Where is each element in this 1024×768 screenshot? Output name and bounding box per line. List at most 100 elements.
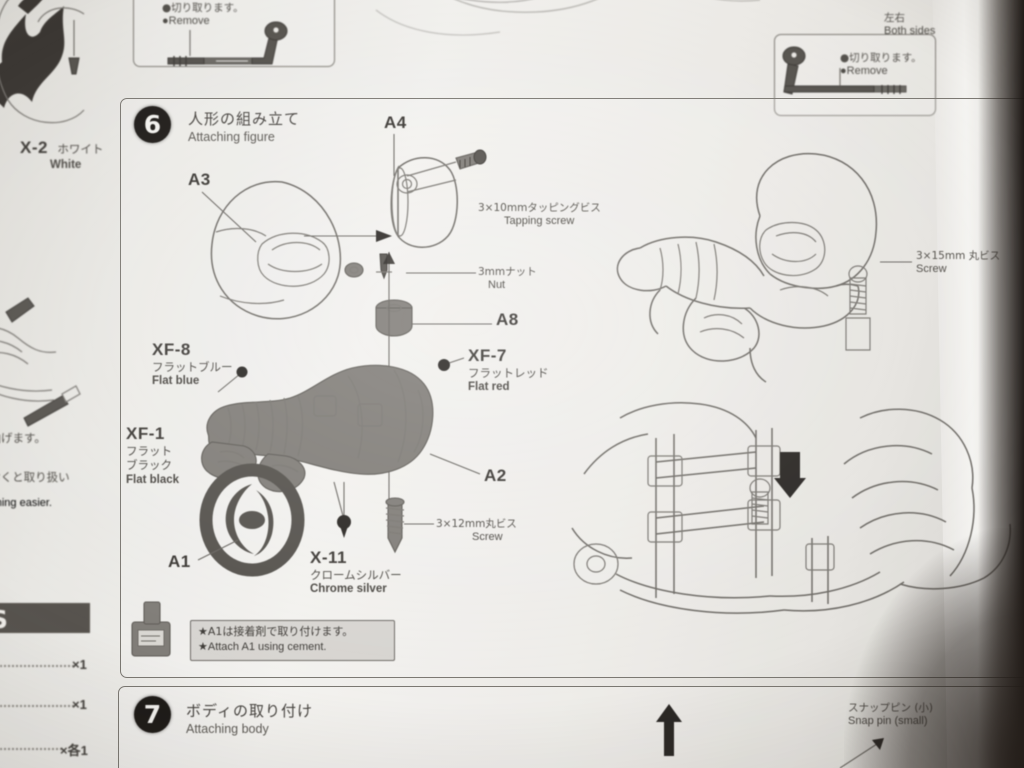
- screw-15mm-en: Screw: [916, 263, 947, 275]
- paint-x2-jp: ホワイト: [57, 142, 104, 156]
- screw-12mm-drawing: [385, 497, 405, 554]
- parts-dotline-2: [0, 748, 62, 750]
- parts-dotline-0: [0, 665, 74, 667]
- driver-figure-a2-drawing: [201, 364, 434, 493]
- tapping-screw-en: Tapping screw: [504, 215, 575, 227]
- cement-note-en: ★Attach A1 using cement.: [198, 640, 327, 653]
- step6-title-en: Attaching figure: [188, 130, 275, 144]
- step6-title: 人形の組み立て Attaching figure: [188, 108, 300, 144]
- assembly-arrow-down: [774, 452, 806, 498]
- paint-x11-label: X-11 クロームシルバー Chrome silver: [310, 548, 402, 597]
- paint-xf7-jp: フラットレッド: [468, 366, 549, 380]
- left-helmet-outline: [0, 0, 85, 124]
- nut-en: Nut: [488, 279, 506, 291]
- parts-list-header-letter: S: [0, 605, 8, 634]
- leader-a4: [393, 134, 395, 176]
- paint-xf1-jp2: ブラック: [126, 458, 172, 473]
- step6-badge: 6: [134, 106, 171, 143]
- leader-a1: [197, 539, 239, 561]
- cement-note-jp: ★A1は接着剤で取り付けます。: [198, 625, 354, 638]
- tapping-screw-label: 3×10mmタッピングビス Tapping screw: [478, 200, 601, 227]
- part-id-a3: A3: [188, 170, 211, 189]
- nut-part-drawing: [344, 253, 392, 280]
- part-id-a1: A1: [168, 552, 191, 571]
- top-left-remove-jp: ●切り取ります。: [162, 2, 244, 14]
- left-tool-art: [0, 297, 81, 427]
- part-a1-steering-wheel: [199, 463, 305, 577]
- nut-label: 3mmナット Nut: [478, 264, 537, 291]
- paint-xf1-label: XF-1 フラット ブラック Flat black: [126, 424, 179, 487]
- top-right-remove-en: ●Remove: [840, 65, 888, 77]
- step7-arrow-up: [656, 704, 682, 756]
- helmet-a3-drawing: [210, 180, 342, 320]
- part-id-a2: A2: [484, 466, 507, 485]
- both-sides-jp: 左右: [884, 12, 905, 24]
- paint-x11-jp: クロームシルバー: [310, 568, 402, 582]
- cement-note-box: ★A1は接着剤で取り付けます。 ★Attach A1 using cement.: [190, 620, 395, 661]
- flame-decal-art: [0, 0, 65, 108]
- paint-x2-en: White: [50, 159, 82, 171]
- left-clipped-line-3: ttaching easier.: [0, 497, 52, 509]
- top-right-remove-jp: ●切り取ります。: [840, 52, 922, 64]
- both-sides-note: 左右 Both sides: [884, 10, 935, 37]
- paint-xf1-en: Flat black: [126, 473, 180, 486]
- parts-list-header-bar: [0, 603, 90, 633]
- part-count-2: ×各1: [60, 743, 88, 758]
- photo-dark-corner: [844, 528, 1024, 768]
- leader-xf8: [217, 366, 248, 393]
- leader-screw-12mm: [404, 523, 434, 525]
- part-count-0: ×1: [72, 657, 87, 672]
- leader-nut: [406, 272, 476, 274]
- screw-12mm-jp: 3×12mm丸ビス: [436, 518, 517, 530]
- paint-xf8-label: XF-8 フラットブルー Flat blue: [152, 340, 233, 389]
- paint-xf7-en: Flat red: [468, 381, 510, 394]
- step7-title-en: Attaching body: [186, 722, 269, 736]
- top-right-panel: [774, 34, 936, 116]
- paint-x11-code: X-11: [310, 548, 347, 567]
- top-left-panel: [133, 0, 335, 67]
- top-left-remove-en: ●Remove: [162, 15, 210, 27]
- screw-12mm-label: 3×12mm丸ビス Screw: [436, 516, 517, 543]
- paint-xf1-jp1: フラット: [126, 444, 172, 458]
- top-right-remove-note: ●切り取ります。 ●Remove: [840, 50, 922, 77]
- top-left-rod-part: [167, 21, 288, 66]
- tapping-screw-jp: 3×10mmタッピングビス: [478, 202, 601, 214]
- left-clipped-text: り曲げます。 nd. ておくと取り扱い ttaching easier.: [0, 430, 98, 509]
- assembly-arrow-helmet: [304, 230, 392, 242]
- leader-screw-15mm: [880, 261, 912, 263]
- left-clipped-line-0: り曲げます。: [0, 433, 46, 445]
- paint-x11-en: Chrome silver: [310, 583, 387, 596]
- left-clipped-line-1: nd.: [0, 446, 98, 458]
- cement-bottle-icon: [131, 601, 171, 657]
- part-id-a8: A8: [496, 310, 519, 329]
- paint-xf1-code: XF-1: [126, 424, 165, 443]
- step7-badge: 7: [134, 696, 171, 733]
- part-a4-drawing: [390, 149, 487, 248]
- paint-x2-label: X-2 ホワイト White: [20, 138, 103, 172]
- paint-xf7-label: XF-7 フラットレッド Flat red: [468, 346, 549, 395]
- paint-xf8-en: Flat blue: [152, 375, 200, 388]
- part-count-1: ×1: [72, 697, 87, 712]
- assembled-driver-figure: [616, 152, 878, 383]
- both-sides-en: Both sides: [884, 25, 936, 37]
- step7-title: ボディの取り付け Attaching body: [186, 700, 313, 736]
- step6-title-jp: 人形の組み立て: [188, 110, 301, 128]
- screw-12mm-en: Screw: [472, 531, 503, 543]
- top-right-rod-part: [782, 46, 907, 95]
- leader-a8: [412, 323, 492, 325]
- part-a8-drawing: [375, 299, 413, 337]
- parts-dotline-1: [0, 705, 74, 707]
- paint-xf7-code: XF-7: [468, 346, 507, 365]
- leader-a3: [201, 191, 257, 243]
- leader-a2: [429, 453, 481, 475]
- paint-xf8-code: XF-8: [152, 340, 191, 359]
- top-left-remove-note: ●切り取ります。 ●Remove: [162, 0, 244, 27]
- leader-xf7: [438, 357, 465, 371]
- left-clipped-line-2: ておくと取り扱い: [0, 472, 70, 484]
- part-id-a4: A4: [384, 113, 407, 132]
- nut-jp: 3mmナット: [478, 266, 537, 278]
- leader-x11: [333, 481, 351, 538]
- paint-xf8-jp: フラットブルー: [152, 360, 233, 374]
- step7-title-jp: ボディの取り付け: [186, 702, 313, 720]
